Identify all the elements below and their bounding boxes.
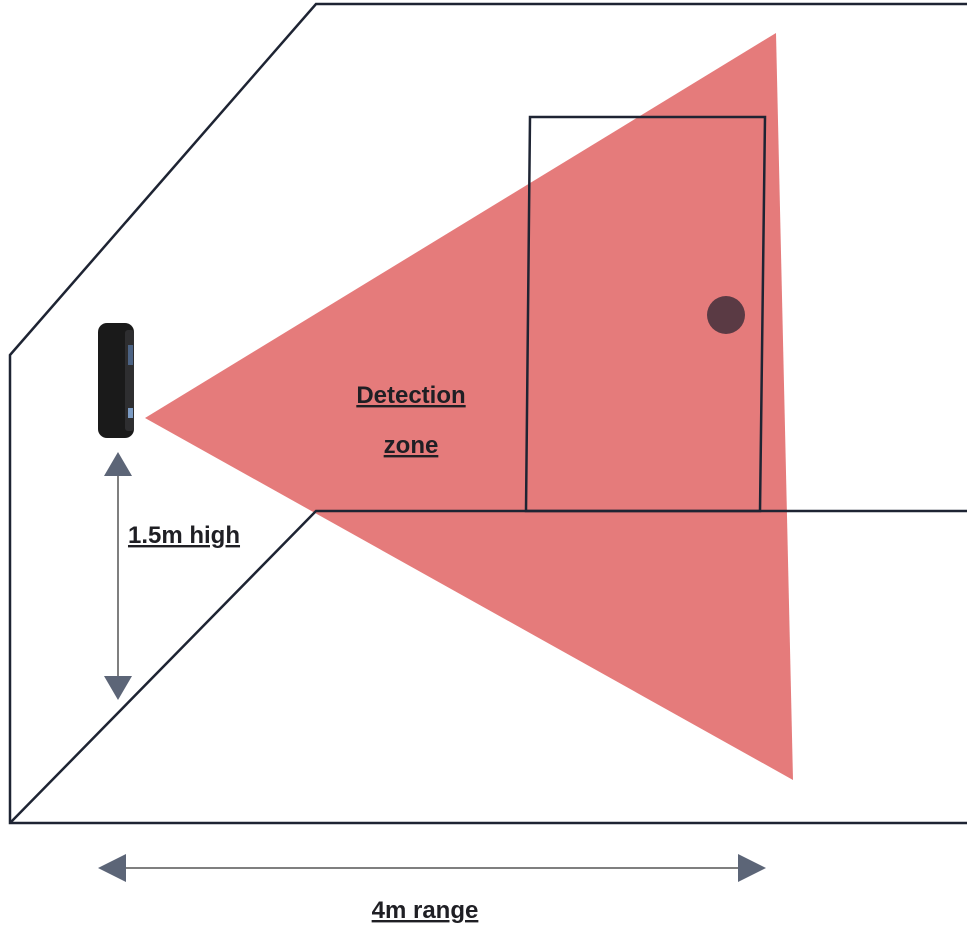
room-wall-outline [8, 2, 967, 825]
height-dimension-arrow [104, 452, 132, 700]
range-label: 4m range [372, 897, 479, 924]
range-dimension-arrow [98, 854, 766, 882]
detection-zone-label-line2: zone [384, 432, 439, 459]
door-knob-icon [707, 296, 745, 334]
detection-zone-label: Detection [356, 382, 465, 409]
detection-zone-cone [145, 33, 793, 780]
height-label: 1.5m high [128, 522, 240, 549]
motion-sensor-icon [98, 323, 134, 438]
door [524, 115, 767, 513]
